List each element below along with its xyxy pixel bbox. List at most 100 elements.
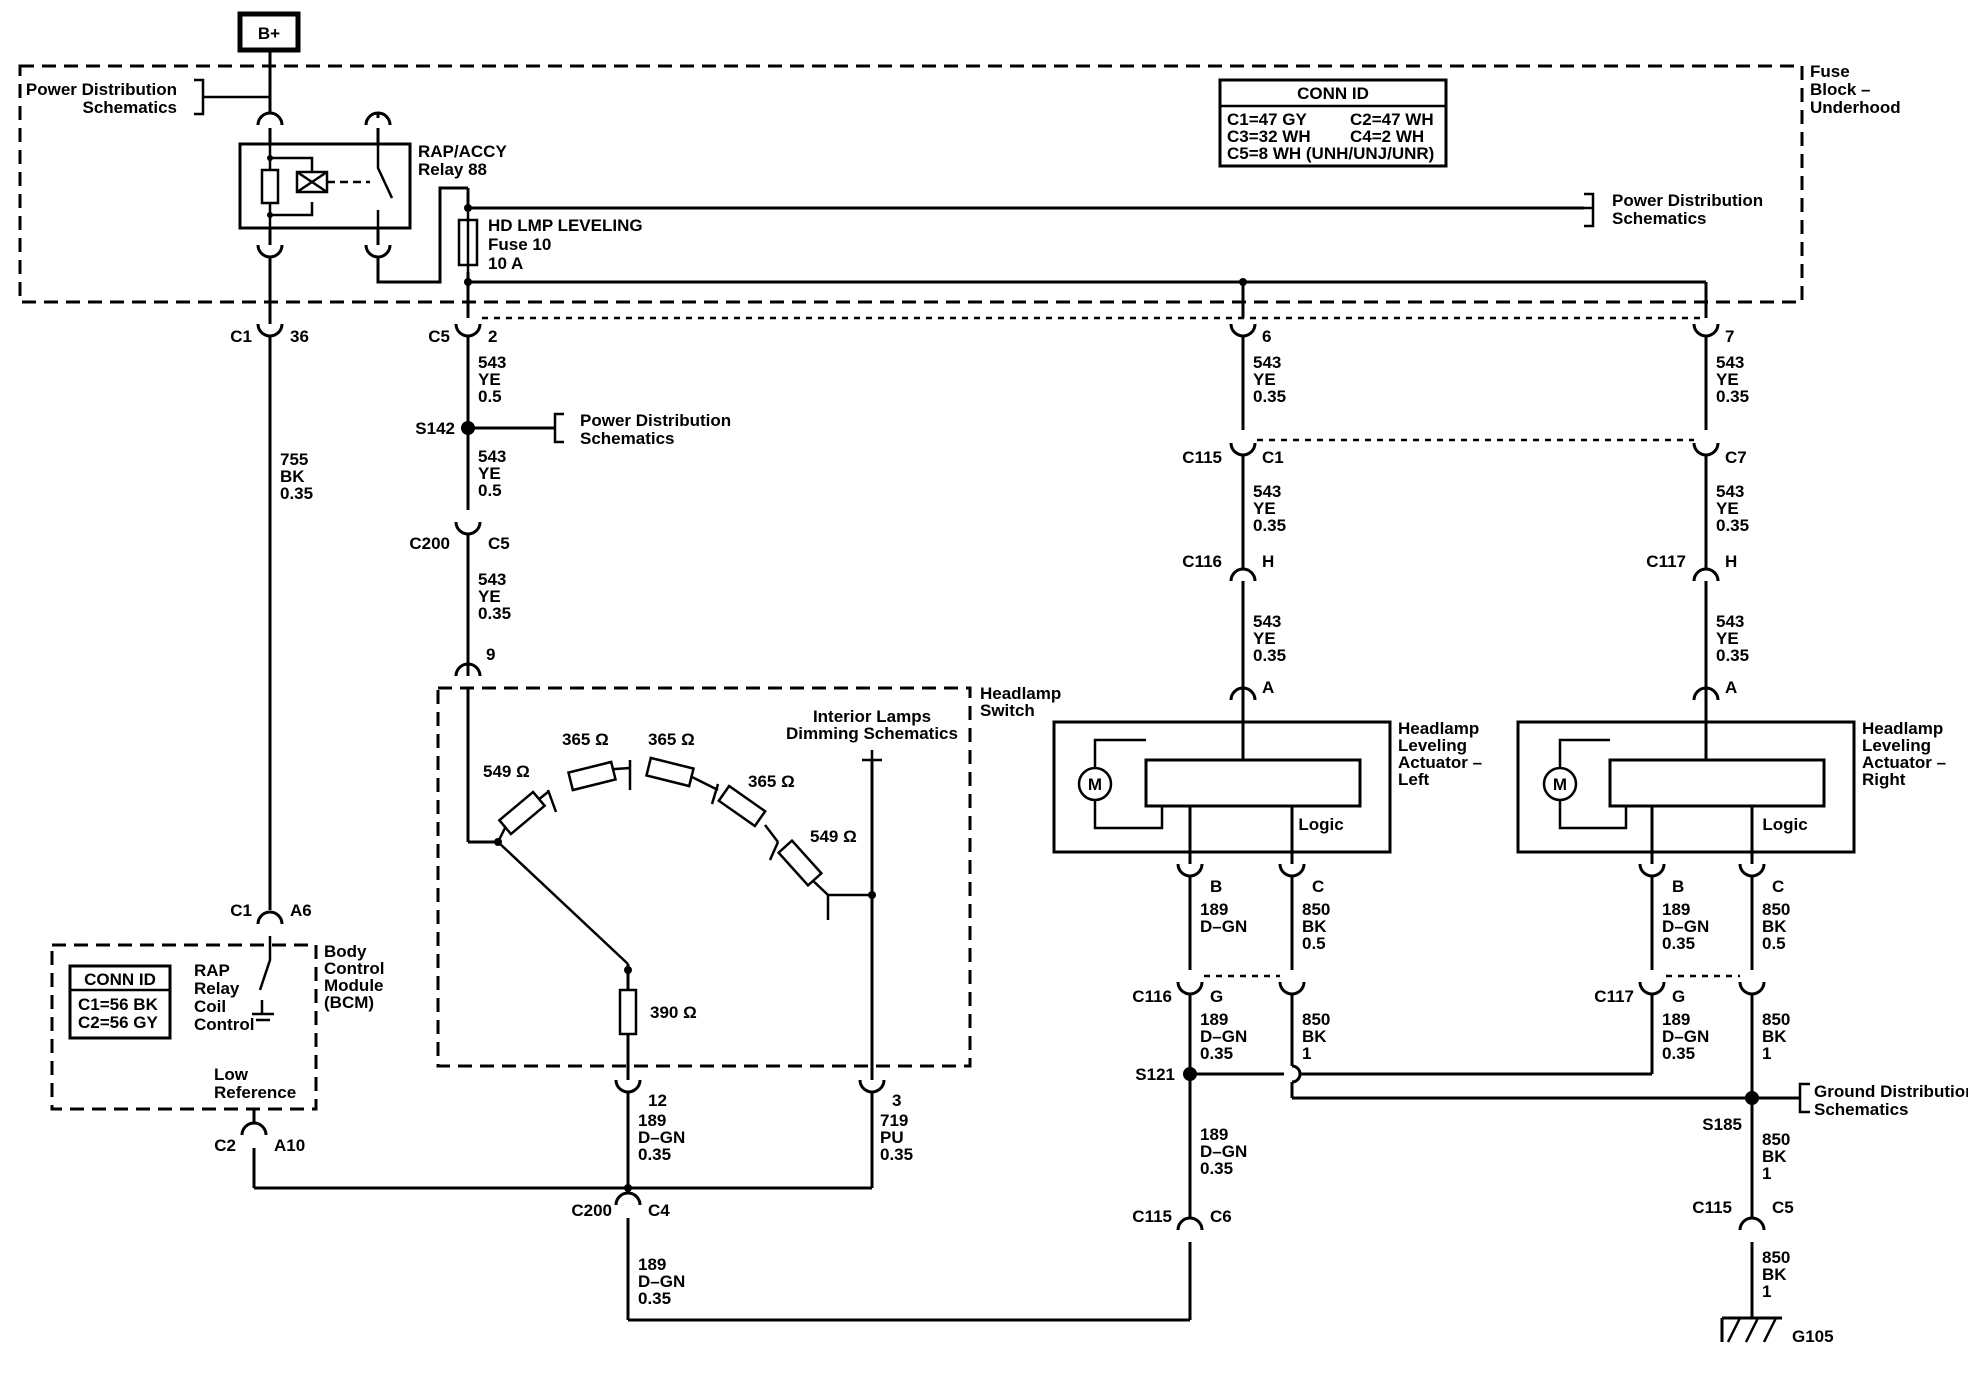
svg-text:G: G (1210, 987, 1223, 1006)
svg-text:C200: C200 (571, 1201, 612, 1220)
svg-text:A10: A10 (274, 1136, 305, 1155)
svg-text:G: G (1672, 987, 1685, 1006)
battery-label: B+ (258, 24, 280, 43)
svg-text:C5: C5 (488, 534, 510, 553)
svg-text:365 Ω: 365 Ω (748, 772, 795, 791)
resistor-390 (618, 988, 638, 1036)
svg-text:S142: S142 (415, 419, 455, 438)
svg-text:A6: A6 (290, 901, 312, 920)
svg-text:C5: C5 (1772, 1198, 1794, 1217)
svg-text:C2: C2 (214, 1136, 236, 1155)
svg-text:C: C (1772, 877, 1784, 896)
svg-text:C117: C117 (1594, 987, 1634, 1006)
svg-text:549 Ω: 549 Ω (810, 827, 857, 846)
svg-text:CONN ID: CONN ID (84, 970, 156, 989)
svg-text:S185: S185 (1702, 1115, 1742, 1134)
fuse-block-boundary (18, 64, 1804, 304)
svg-text:C1=56 BK: C1=56 BK (78, 995, 159, 1014)
svg-text:A: A (1262, 678, 1274, 697)
svg-text:C115: C115 (1132, 1207, 1172, 1226)
svg-text:B: B (1210, 877, 1222, 896)
svg-text:365 Ω: 365 Ω (648, 730, 695, 749)
svg-text:G105: G105 (1792, 1327, 1834, 1346)
ground-symbol (1720, 1316, 1782, 1343)
svg-text:C116: C116 (1182, 552, 1222, 571)
svg-text:C: C (1312, 877, 1324, 896)
conn-id-bcm: CONN ID C1=56 BK C2=56 GY (68, 964, 172, 1040)
svg-text:C115: C115 (1692, 1198, 1732, 1217)
svg-text:C1: C1 (1262, 448, 1284, 467)
svg-text:C2=56 GY: C2=56 GY (78, 1013, 159, 1032)
svg-text:6: 6 (1262, 327, 1271, 346)
svg-text:C6: C6 (1210, 1207, 1232, 1226)
svg-text:C116: C116 (1132, 987, 1172, 1006)
svg-text:C1=47 GY: C1=47 GY (1227, 110, 1308, 129)
svg-text:C4: C4 (648, 1201, 670, 1220)
svg-text:M: M (1088, 775, 1102, 794)
svg-text:Logic: Logic (1298, 815, 1343, 834)
svg-text:C7: C7 (1725, 448, 1747, 467)
svg-text:H: H (1262, 552, 1274, 571)
svg-text:2: 2 (488, 327, 497, 346)
svg-text:A: A (1725, 678, 1737, 697)
svg-text:549 Ω: 549 Ω (483, 762, 530, 781)
svg-text:C1: C1 (230, 327, 252, 346)
svg-text:C5=8 WH (UNH/UNJ/UNR): C5=8 WH (UNH/UNJ/UNR) (1227, 144, 1434, 163)
svg-text:B: B (1672, 877, 1684, 896)
svg-text:C5: C5 (428, 327, 450, 346)
svg-text:C1: C1 (230, 901, 252, 920)
svg-text:S121: S121 (1135, 1065, 1175, 1084)
headlamp-switch-boundary (436, 686, 972, 1068)
svg-text:C4=2 WH: C4=2 WH (1350, 127, 1424, 146)
svg-text:C200: C200 (409, 534, 450, 553)
svg-text:C117: C117 (1646, 552, 1686, 571)
svg-text:36: 36 (290, 327, 309, 346)
svg-text:7: 7 (1725, 327, 1734, 346)
svg-text:12: 12 (648, 1091, 667, 1110)
bcm-boundary (50, 943, 318, 1111)
svg-text:M: M (1553, 775, 1567, 794)
svg-text:C3=32 WH: C3=32 WH (1227, 127, 1311, 146)
svg-text:3: 3 (892, 1091, 901, 1110)
svg-text:9: 9 (486, 645, 495, 664)
svg-text:C115: C115 (1182, 448, 1222, 467)
